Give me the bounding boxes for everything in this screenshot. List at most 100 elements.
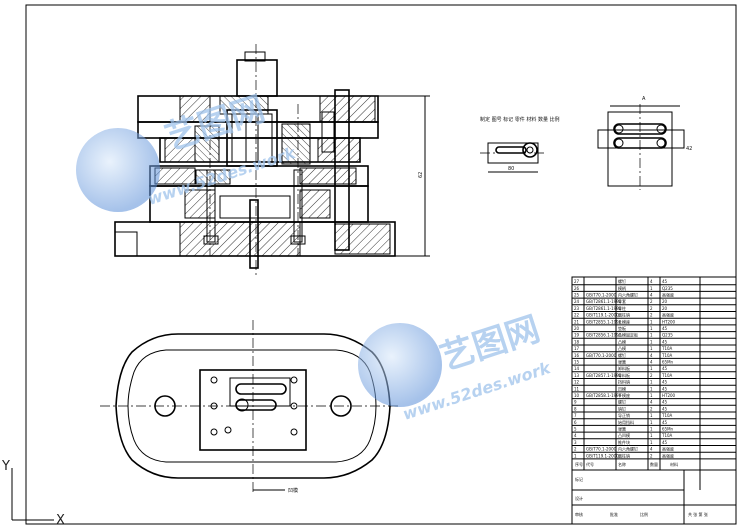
strip-layout-view: 制定 图号 标记 零件 材料 数量 比例 80 — [480, 116, 560, 173]
bom-cell-no: 13 — [574, 373, 580, 378]
bom-cell-qty: 1 — [650, 326, 653, 331]
bom-cell-code: GB/T2861.1-1990 — [586, 306, 622, 311]
bom-cell-qty: 4 — [650, 279, 653, 284]
bom-cell-mat: HT200 — [662, 393, 676, 398]
bom-cell-mat: 45 — [662, 279, 668, 284]
bom-cell-qty: 2 — [650, 453, 653, 458]
bom-cell-qty: 1 — [650, 413, 653, 418]
title-block-approve: 批准 — [610, 511, 618, 517]
bom-cell-qty: 4 — [650, 353, 653, 358]
bom-cell-code: GB/T119.1-2000 — [586, 453, 619, 458]
bom-cell-no: 15 — [574, 360, 580, 365]
globe-logo-icon — [76, 128, 160, 212]
bom-cell-name: 销钉 — [618, 405, 626, 411]
bill-of-materials-table: 标记 设计 审核 批准 比例 共 张 第 张 序号 代号 名称 数量 材料 27… — [571, 276, 737, 525]
bom-cell-mat: T10A — [661, 346, 673, 351]
bom-cell-mat: 45 — [662, 440, 668, 445]
bom-cell-qty: 1 — [650, 380, 653, 385]
bom-cell-qty: 1 — [650, 346, 653, 351]
plan-leader-label: 凹模 — [288, 487, 298, 494]
bom-cell-mat: 45 — [662, 326, 668, 331]
bom-cell-name: 卸料板 — [618, 365, 630, 371]
height-dimension: 62 — [418, 172, 424, 178]
bom-cell-name: 挡料销 — [618, 379, 630, 385]
bom-cell-mat: 45 — [662, 406, 668, 411]
bom-cell-name: 凹模 — [618, 385, 626, 391]
bom-cell-name: 凸凹模 — [618, 432, 630, 438]
bom-cell-mat: Q235 — [662, 333, 673, 338]
bom-cell-no: 5 — [574, 427, 577, 432]
bom-cell-name: 垫板 — [618, 325, 626, 331]
bom-cell-qty: 1 — [650, 427, 653, 432]
bom-cell-name: 圆柱销 — [618, 452, 630, 458]
bom-header-qty: 数量 — [650, 461, 658, 467]
bom-cell-mat: T10A — [661, 433, 673, 438]
bom-cell-no: 3 — [574, 440, 577, 445]
bom-cell-mat: T10A — [661, 413, 673, 418]
bom-header-mat: 材料 — [670, 461, 678, 467]
bom-cell-no: 18 — [574, 339, 580, 344]
bom-cell-qty: 1 — [650, 319, 653, 324]
bom-cell-code: GB/T119.1-2000 — [586, 313, 619, 318]
bom-cell-no: 25 — [574, 293, 580, 298]
bom-cell-qty: 2 — [650, 406, 653, 411]
bom-cell-mat: 45 — [662, 400, 668, 405]
bom-cell-qty: 1 — [650, 433, 653, 438]
bom-cell-qty: 1 — [650, 386, 653, 391]
bom-cell-no: 14 — [574, 366, 580, 371]
bom-cell-name: 内六角螺钉 — [618, 446, 638, 452]
axis-x-label: X — [56, 513, 65, 528]
bom-cell-mat: HT200 — [662, 319, 676, 324]
bom-header-code: 代号 — [586, 461, 594, 467]
bom-cell-name: 下模座 — [618, 392, 630, 398]
bom-cell-no: 20 — [574, 326, 580, 331]
bom-cell-no: 17 — [574, 346, 580, 351]
bom-cell-qty: 4 — [650, 360, 653, 365]
part-dimension: 42 — [686, 146, 692, 152]
axis-y-label: Y — [1, 459, 10, 474]
bom-cell-code: GB/T70.1-2000 — [586, 353, 617, 358]
bom-cell-mat: 65Mn — [662, 427, 674, 432]
bom-cell-code: GB/T2858.1-1990 — [586, 393, 622, 398]
bom-cell-name: 导正销 — [618, 412, 630, 418]
bom-cell-qty: 1 — [650, 366, 653, 371]
bom-cell-qty: 2 — [650, 306, 653, 311]
bom-cell-name: 导料板 — [618, 372, 630, 378]
bom-cell-no: 21 — [574, 319, 580, 324]
bom-cell-qty: 1 — [650, 420, 653, 425]
bom-cell-no: 4 — [574, 433, 577, 438]
bom-cell-no: 9 — [574, 400, 577, 405]
bom-cell-no: 16 — [574, 353, 580, 358]
bom-cell-code: GB/T2861.1-1990 — [586, 299, 622, 304]
bom-cell-code: GB/T70.1-2000 — [586, 447, 617, 452]
bom-cell-mat: 高强度 — [662, 452, 674, 458]
bom-cell-code: GB/T2856.1-1990 — [586, 333, 622, 338]
bom-cell-qty: 1 — [650, 333, 653, 338]
bom-cell-mat: 20 — [662, 299, 668, 304]
bom-cell-no: 27 — [574, 279, 580, 284]
globe-logo-icon-2 — [358, 323, 442, 407]
bom-cell-no: 8 — [574, 406, 577, 411]
bom-cell-no: 1 — [574, 453, 577, 458]
bom-cell-code: GB/T70.1-2000 — [586, 293, 617, 298]
bom-cell-qty: 1 — [650, 393, 653, 398]
bom-cell-name: 内六角螺钉 — [618, 292, 638, 298]
bom-cell-name: 凸模固定板 — [618, 332, 638, 338]
title-block-sheet: 共 张 第 张 — [688, 511, 708, 517]
bom-cell-mat: 45 — [662, 339, 668, 344]
bom-cell-code: GB/T2857.1-1990 — [586, 373, 622, 378]
bom-cell-mat: 45 — [662, 386, 668, 391]
bom-cell-no: 26 — [574, 286, 580, 291]
bom-cell-name: 模柄 — [618, 285, 626, 291]
bom-cell-mat: 65Mn — [662, 360, 674, 365]
front-section-view: 62 — [114, 44, 430, 275]
bom-cell-no: 11 — [574, 386, 580, 391]
bom-cell-name: 圆柱销 — [618, 312, 630, 318]
bom-cell-qty: 2 — [650, 373, 653, 378]
strip-dimension: 80 — [508, 166, 514, 172]
title-block-scale: 比例 — [640, 511, 648, 517]
strip-title: 制定 图号 标记 零件 材料 数量 比例 — [480, 116, 560, 123]
bom-cell-code: GB/T2855.1-1990 — [586, 319, 622, 324]
watermark-bottom: 艺图网 www.52des.work — [358, 309, 554, 424]
bom-cell-name: 上模座 — [618, 318, 630, 324]
